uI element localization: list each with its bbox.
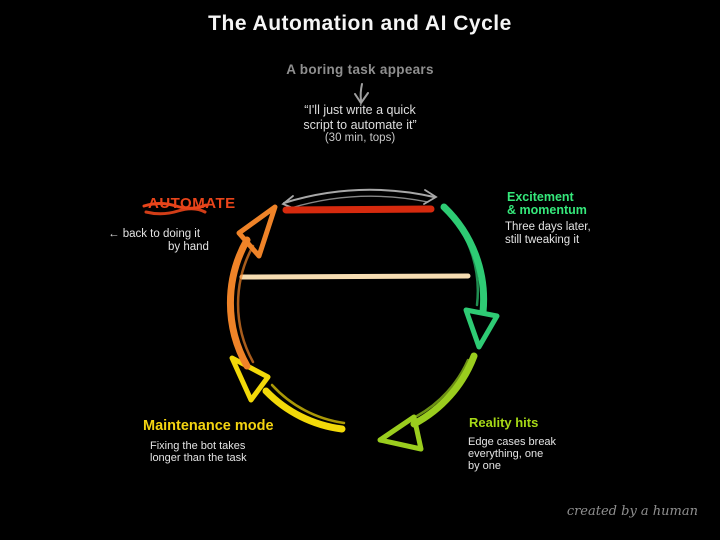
stage-sub-line: longer than the task	[150, 452, 247, 465]
stage-sub-quit-line2: by hand	[168, 241, 209, 253]
stage-sub-quit: ← back to doing it	[108, 228, 201, 240]
stage-sub-line: Three days later,	[505, 221, 591, 233]
stage-label-excitement: Excitement & momentum	[507, 190, 587, 218]
start-down-arrow	[354, 83, 369, 105]
start-note-line: script to automate it”	[303, 118, 417, 132]
stage-sub-maintenance: Fixing the bot takes longer than the tas…	[150, 440, 247, 464]
start-note-line: “I'll just write a quick	[304, 103, 416, 117]
stage-label-line: & momentum	[507, 203, 587, 218]
stage-sub-line: everything, one	[468, 448, 544, 461]
watermark-signature: created by a human	[566, 504, 698, 519]
stage-sub-line: Edge cases break	[468, 436, 557, 448]
stage-label-quit: AUTOMATE	[148, 195, 236, 212]
stage-sub-line: Fixing the bot takes	[150, 440, 246, 452]
stage-label-line: Excitement	[507, 190, 574, 204]
stage-sub-line: still tweaking it	[505, 233, 580, 246]
stage-label-reality: Reality hits	[469, 415, 539, 430]
cycle-arrow-green	[440, 203, 500, 350]
red-bar	[282, 205, 435, 214]
tan-line	[239, 273, 471, 280]
stage-sub-line: by one	[468, 460, 502, 473]
cycle-arrow-yellow-green	[377, 352, 478, 452]
strikethrough-scribble	[142, 202, 208, 216]
cycle-arrow-orange	[226, 204, 278, 370]
start-heading: A boring task appears	[286, 62, 434, 77]
sketch-top-arrow	[281, 188, 438, 210]
stage-sub-reality: Edge cases break everything, one by one	[468, 436, 556, 472]
diagram-title: The Automation and AI Cycle	[208, 12, 512, 35]
stage-label-maintenance: Maintenance mode	[143, 418, 274, 434]
start-note-line: (30 min, tops)	[324, 132, 396, 144]
stage-sub-excitement: Three days later, still tweaking it	[505, 221, 591, 246]
